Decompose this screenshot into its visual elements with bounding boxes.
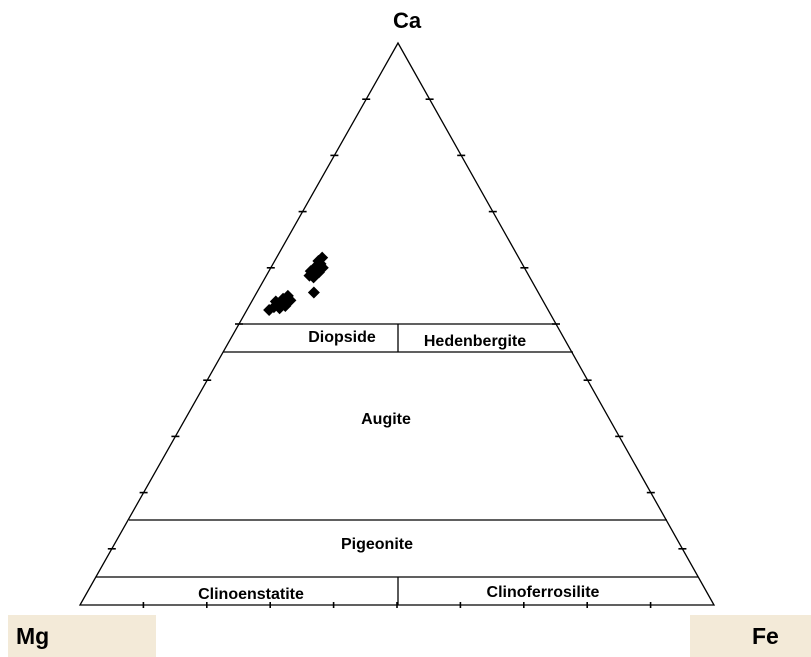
axis-ticks [107,98,687,608]
apex-label-ca: Ca [393,8,422,33]
data-point [307,271,320,284]
field-label-diopside: Diopside [308,329,376,346]
apex-label-fe: Fe [752,623,779,649]
apex-label-mg: Mg [16,623,50,649]
field-label-pigeonite: Pigeonite [341,536,413,553]
fe-label-box [690,615,811,657]
data-point [307,286,320,299]
data-point [284,294,297,307]
field-label-clinoferrosilite: Clinoferrosilite [487,584,600,601]
field-label-augite: Augite [361,411,411,428]
data-point [316,261,329,274]
data-point [316,251,329,264]
field-boundaries [96,323,698,605]
mg-label-box [8,615,156,657]
data-point [263,303,276,316]
field-label-clinoenstatite: Clinoenstatite [198,586,304,603]
data-points [263,251,329,316]
field-label-hedenbergite: Hedenbergite [424,333,526,350]
